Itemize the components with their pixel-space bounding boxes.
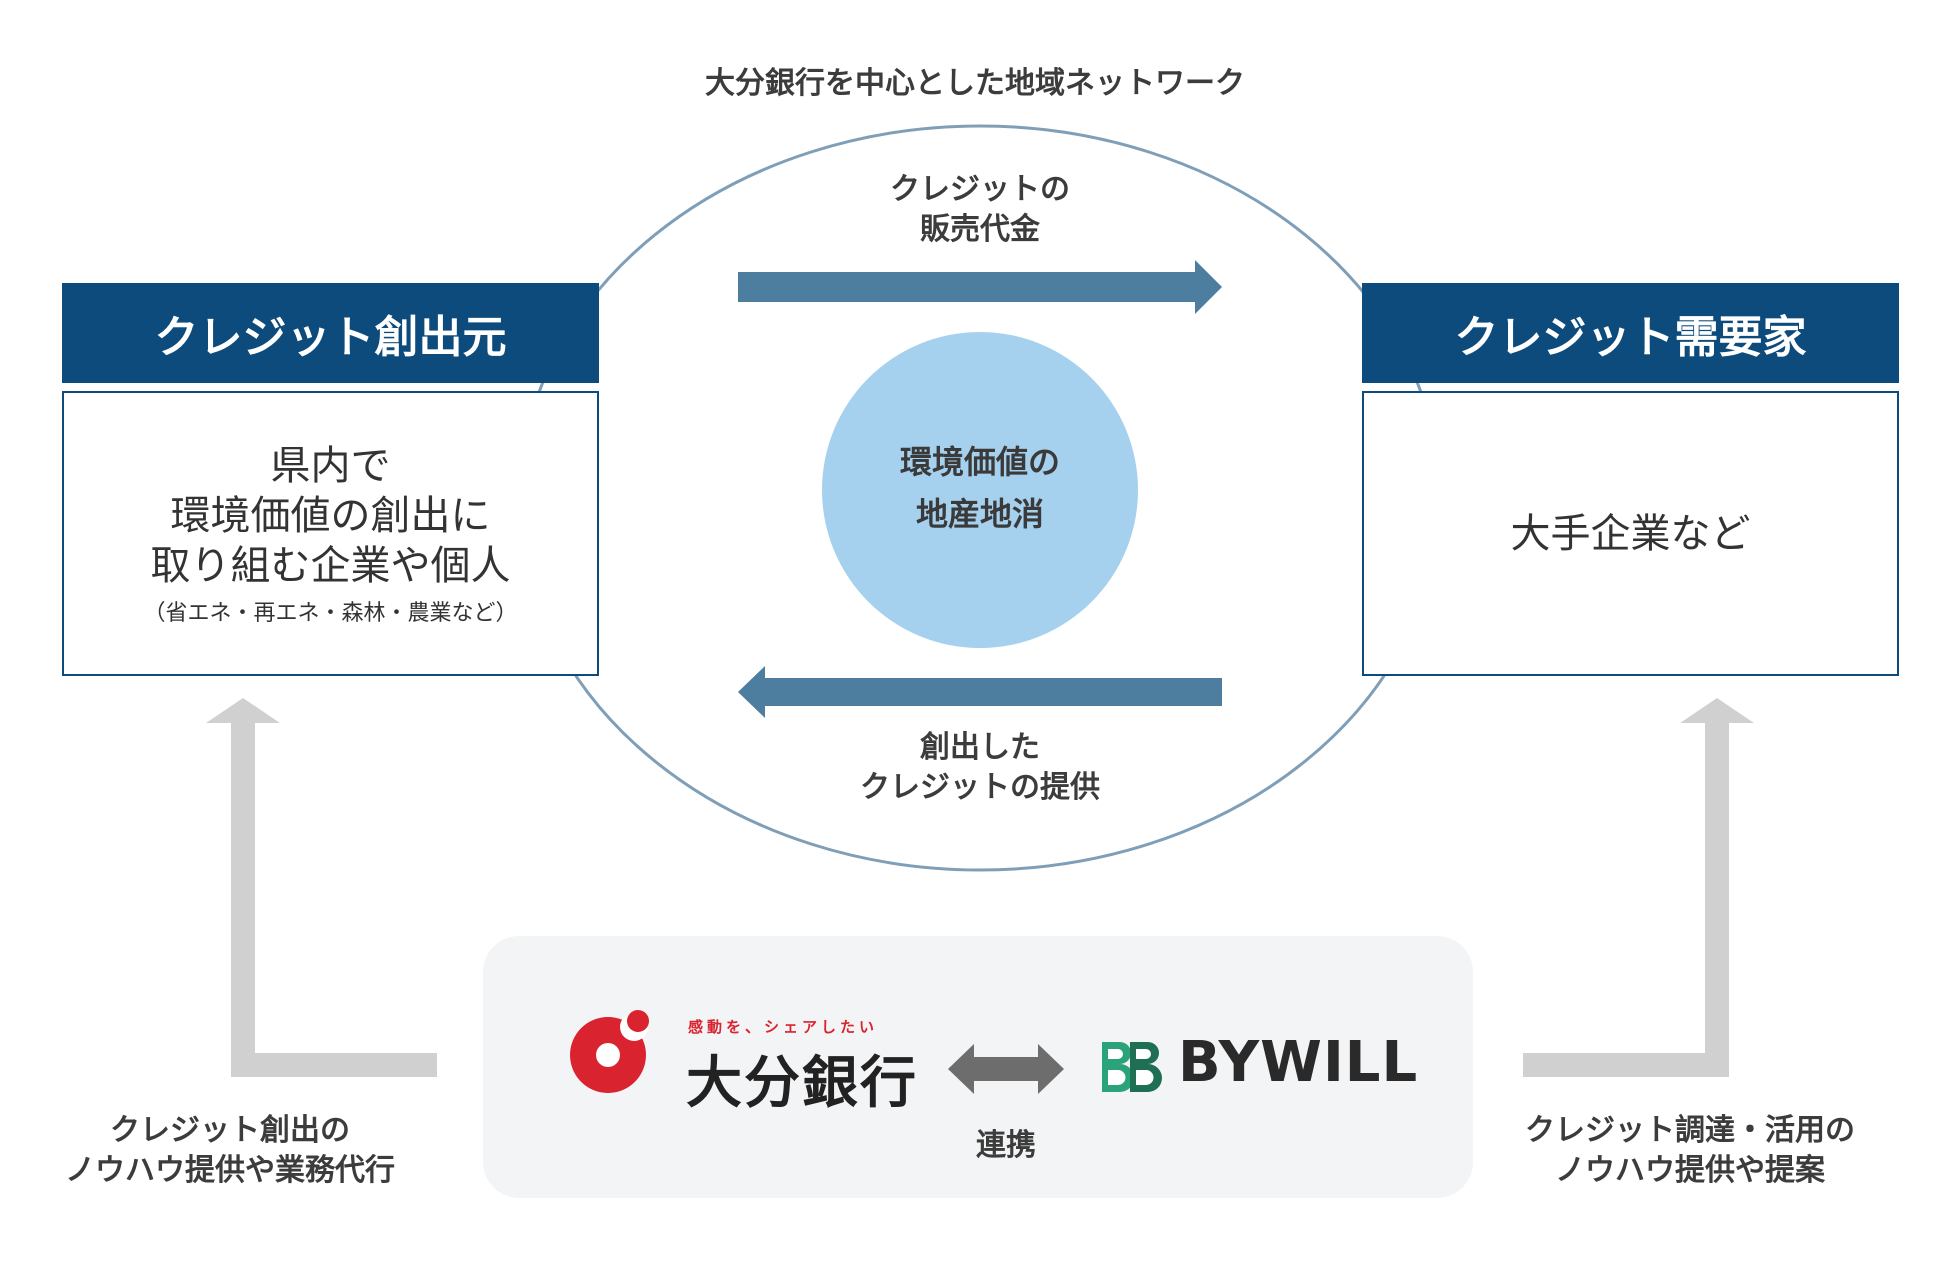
originator-line-2: 環境価値の創出に: [170, 492, 491, 539]
demand-body: 大手企業など: [1510, 510, 1751, 557]
credit-demand-header: クレジット需要家: [1362, 283, 1899, 383]
right-support-line-1: クレジット調達・活用の: [1525, 1113, 1855, 1148]
left-support-arrow: [206, 698, 437, 1077]
originator-line-1: 県内で: [270, 442, 391, 489]
oita-bank-name: 大分銀行: [686, 1051, 918, 1116]
credit-originator-box: 県内で 環境価値の創出に 取り組む企業や個人 （省エネ・再エネ・森林・農業など）: [62, 391, 599, 676]
left-support-label: クレジット創出の ノウハウ提供や業務代行: [20, 1111, 440, 1191]
center-line-1: 環境価値の: [899, 443, 1060, 481]
right-support-arrow: [1523, 698, 1754, 1077]
top-arrow-label: クレジットの 販売代金: [780, 170, 1180, 250]
bottom-arrow-label-line-2: クレジットの提供: [860, 770, 1100, 805]
right-support-line-2: ノウハウ提供や提案: [1555, 1153, 1825, 1188]
top-arrow-label-line-2: 販売代金: [920, 212, 1040, 247]
right-support-label: クレジット調達・活用の ノウハウ提供や提案: [1480, 1111, 1900, 1191]
network-title: 大分銀行を中心とした地域ネットワーク: [705, 66, 1245, 101]
credit-supply-arrow: [738, 666, 1222, 718]
partnership-label: 連携: [976, 1128, 1036, 1163]
bywill-logo-icon: [1102, 1042, 1162, 1092]
oita-bank-tagline: 感動を、シェアしたい: [688, 1018, 879, 1036]
local-production-circle: [822, 332, 1138, 648]
center-circle-text: 環境価値の 地産地消: [830, 436, 1130, 540]
bottom-arrow-label-line-1: 創出した: [920, 730, 1040, 765]
credit-originator-header: クレジット創出元: [62, 283, 599, 383]
left-support-line-1: クレジット創出の: [110, 1113, 350, 1148]
center-line-2: 地産地消: [915, 495, 1044, 533]
originator-note: （省エネ・再エネ・森林・農業など）: [143, 600, 518, 626]
left-support-line-2: ノウハウ提供や業務代行: [65, 1153, 395, 1188]
credit-demand-box: 大手企業など: [1362, 391, 1899, 676]
originator-line-3: 取り組む企業や個人: [150, 542, 511, 589]
oita-bank-logo-icon: [570, 1010, 649, 1093]
top-arrow-label-line-1: クレジットの: [890, 172, 1070, 207]
sales-proceeds-arrow: [738, 260, 1222, 314]
bywill-name: BYWILL: [1178, 1030, 1419, 1095]
bottom-arrow-label: 創出した クレジットの提供: [780, 728, 1180, 808]
partnership-double-arrow: [948, 1044, 1064, 1094]
